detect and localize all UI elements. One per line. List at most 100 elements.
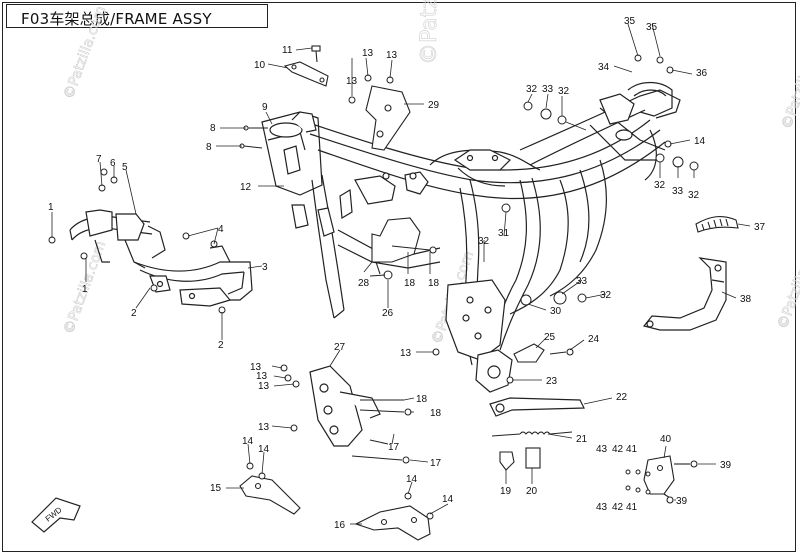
callout-13: 13 xyxy=(258,381,270,392)
part-40-bracket xyxy=(643,455,698,504)
callout-18: 18 xyxy=(404,278,416,289)
callout-2: 2 xyxy=(218,340,224,351)
part-29-bracket xyxy=(365,85,411,151)
part-15-bracket xyxy=(239,475,301,515)
callout-14: 14 xyxy=(406,474,418,485)
callout-42: 42 xyxy=(612,502,624,513)
callout-32: 32 xyxy=(526,84,538,95)
watermark-1: ©Patzilla.com xyxy=(417,0,442,65)
callout-13: 13 xyxy=(346,76,358,87)
front-carrier-frame xyxy=(69,209,253,307)
callout-16: 16 xyxy=(334,520,346,531)
title-box: F03车架总成/FRAME ASSY xyxy=(6,4,268,28)
callout-30: 30 xyxy=(550,306,562,317)
callout-39: 39 xyxy=(720,460,732,471)
callout-8: 8 xyxy=(206,142,212,153)
callout-41: 41 xyxy=(626,444,638,455)
fwd-arrow: FWD xyxy=(31,497,81,533)
callout-35: 35 xyxy=(646,22,658,33)
callout-17: 17 xyxy=(388,442,400,453)
callout-labels: 1 1 2 2 3 4 5 6 7 8 8 9 10 11 12 13 13 1… xyxy=(48,16,766,531)
callout-13: 13 xyxy=(250,362,262,373)
callout-13: 13 xyxy=(362,48,374,59)
callout-13: 13 xyxy=(256,371,268,382)
callout-23: 23 xyxy=(546,376,558,387)
callout-6: 6 xyxy=(110,158,116,169)
callout-18: 18 xyxy=(430,408,442,419)
callout-20: 20 xyxy=(526,486,538,497)
callout-32: 32 xyxy=(600,290,612,301)
diagram-title: F03车架总成/FRAME ASSY xyxy=(21,10,212,28)
small-bolts xyxy=(369,245,437,280)
callout-14: 14 xyxy=(694,136,706,147)
callout-32: 32 xyxy=(478,236,490,247)
callout-18: 18 xyxy=(428,278,440,289)
callout-22: 22 xyxy=(616,392,628,403)
part-10-bracket xyxy=(283,61,329,87)
callout-31: 31 xyxy=(498,228,510,239)
callout-11: 11 xyxy=(282,45,293,56)
callout-9: 9 xyxy=(262,102,268,113)
callout-33: 33 xyxy=(542,84,554,95)
callout-18: 18 xyxy=(416,394,428,405)
callout-39: 39 xyxy=(676,496,688,507)
callout-40: 40 xyxy=(660,434,672,445)
part-38-rear-bracket xyxy=(642,257,727,331)
callout-14: 14 xyxy=(242,436,254,447)
part-16-bracket xyxy=(354,505,431,541)
callout-17: 17 xyxy=(430,458,442,469)
callout-1: 1 xyxy=(82,284,88,295)
callout-43: 43 xyxy=(596,444,608,455)
callout-25: 25 xyxy=(544,332,556,343)
part-28-bracket xyxy=(371,217,421,275)
callout-12: 12 xyxy=(240,182,252,193)
callout-13: 13 xyxy=(258,422,270,433)
callout-36: 36 xyxy=(696,68,708,79)
callout-13: 13 xyxy=(386,50,398,61)
callout-32: 32 xyxy=(688,190,700,201)
callout-15: 15 xyxy=(210,483,222,494)
plate-bolts xyxy=(351,399,412,464)
watermark-6: ©Patzilla.com xyxy=(779,34,800,131)
callout-1: 1 xyxy=(48,202,54,213)
callout-8: 8 xyxy=(210,123,216,134)
watermarks: ©Patzilla.com ©Patzilla.com ©Patzilla.co… xyxy=(60,0,800,347)
part-20-sleeve xyxy=(525,447,541,469)
callout-43: 43 xyxy=(596,502,608,513)
callout-14: 14 xyxy=(258,444,270,455)
callout-3: 3 xyxy=(262,262,268,273)
part-11-bolt xyxy=(311,45,321,63)
part-19-pin xyxy=(499,451,515,471)
part-25-bracket xyxy=(513,343,574,363)
callout-4: 4 xyxy=(218,224,224,235)
part-21-spring xyxy=(491,431,573,437)
callout-24: 24 xyxy=(588,334,600,345)
callout-37: 37 xyxy=(754,222,766,233)
part-27-plate xyxy=(309,365,381,447)
callout-7: 7 xyxy=(96,154,102,165)
watermark-2: ©Patzilla.com xyxy=(61,4,109,101)
callout-33: 33 xyxy=(576,276,588,287)
callout-41: 41 xyxy=(626,502,638,513)
callout-10: 10 xyxy=(254,60,266,71)
callout-26: 26 xyxy=(382,308,394,319)
part-37-cushion xyxy=(695,215,739,233)
main-frame xyxy=(261,81,681,393)
callout-29: 29 xyxy=(428,100,440,111)
callout-35: 35 xyxy=(624,16,636,27)
callout-5: 5 xyxy=(122,162,128,173)
leader-lines xyxy=(51,23,751,525)
callout-27: 27 xyxy=(334,342,346,353)
callout-28: 28 xyxy=(358,278,370,289)
part-22-side-stand xyxy=(489,397,585,417)
callout-42: 42 xyxy=(612,444,624,455)
callout-14: 14 xyxy=(442,494,454,505)
callout-33: 33 xyxy=(672,186,684,197)
callout-2: 2 xyxy=(131,308,137,319)
callout-19: 19 xyxy=(500,486,512,497)
callout-34: 34 xyxy=(598,62,610,73)
callout-13: 13 xyxy=(400,348,412,359)
